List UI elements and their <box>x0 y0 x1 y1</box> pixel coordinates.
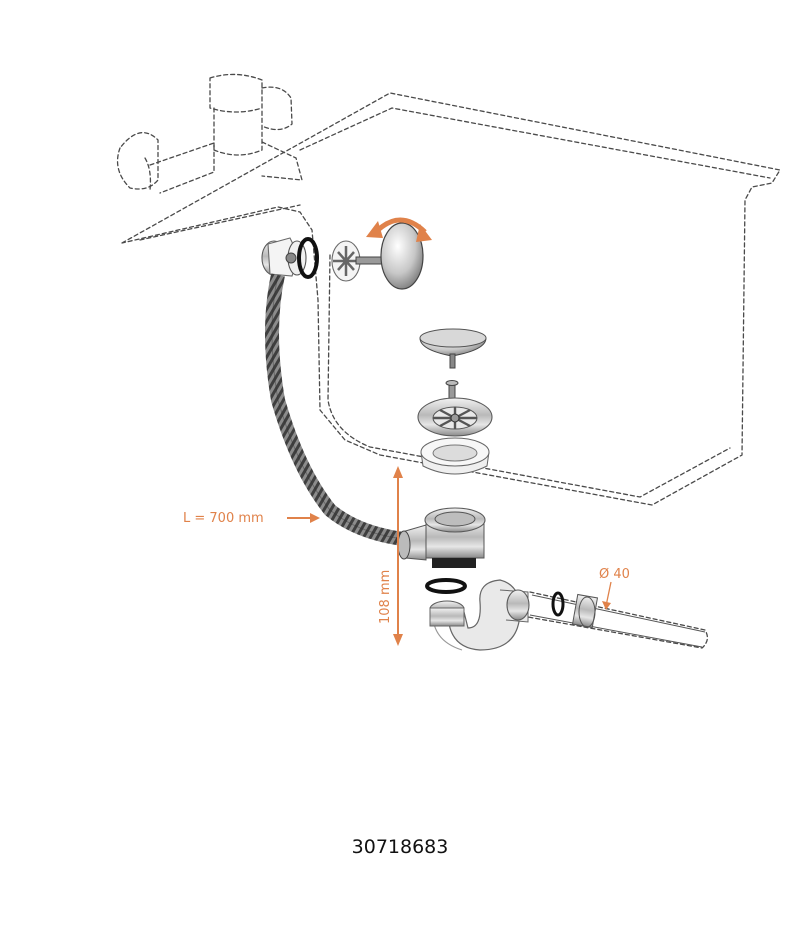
o-ring <box>425 578 467 594</box>
height-label: 108 mm <box>378 570 393 624</box>
trap-siphon <box>429 579 530 651</box>
part-number: 30718683 <box>351 836 449 858</box>
diameter-label: Ø 40 <box>599 567 630 582</box>
rotation-arrow-icon <box>366 217 432 242</box>
compression-ring <box>551 591 565 617</box>
height-dimension: 108 mm <box>378 466 403 646</box>
overflow-nut <box>331 240 361 282</box>
drain-seal-ring <box>420 437 490 475</box>
drain-body <box>397 507 486 568</box>
plug-cap <box>419 328 487 369</box>
overflow-knob <box>355 222 424 290</box>
hose-length-label: L = 700 mm <box>183 511 264 526</box>
hose-length-dimension: L = 700 mm <box>183 511 320 526</box>
compression-nut <box>571 593 599 629</box>
corrugated-hose <box>265 273 413 547</box>
overflow-gasket <box>297 237 319 279</box>
drain-strainer <box>417 397 493 437</box>
outlet-pipe <box>527 591 709 649</box>
diameter-dimension: Ø 40 <box>599 567 630 610</box>
bathtub-outline <box>121 92 781 506</box>
faucet-outline <box>116 73 303 194</box>
